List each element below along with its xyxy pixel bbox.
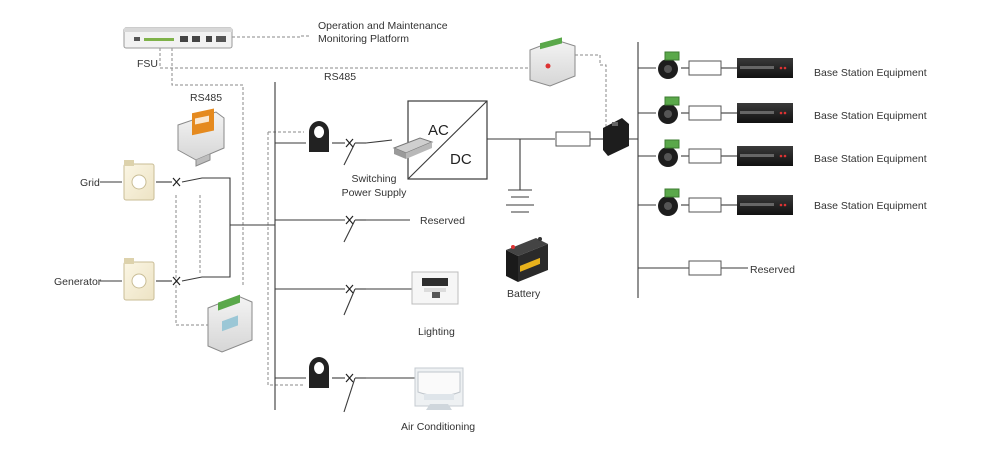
fsu-unit-icon	[123, 27, 233, 49]
switching-label-line2: Power Supply	[341, 187, 407, 199]
din-meter-icon	[177, 108, 225, 167]
generator-label: Generator	[54, 276, 102, 288]
ct-generator-icon	[123, 258, 155, 301]
rs485-label-top: RS485	[324, 71, 357, 83]
breaker-x-icon	[172, 138, 354, 383]
dc-label: DC	[450, 151, 472, 168]
air-conditioner-icon	[414, 367, 464, 410]
bse-label-4: Base Station Equipment	[814, 200, 927, 212]
air-conditioning-label: Air Conditioning	[401, 421, 476, 433]
reserved-ac-label: Reserved	[420, 215, 465, 227]
ct-grid-icon	[123, 160, 155, 201]
platform-label-line2: Monitoring Platform	[318, 33, 410, 45]
ac-wiring	[100, 82, 416, 413]
grid-label: Grid	[80, 177, 100, 189]
bse-label-3: Base Station Equipment	[814, 153, 927, 165]
reserved-dc-label: Reserved	[750, 264, 795, 276]
lamp-icon	[411, 271, 459, 305]
switching-label-line1: Switching	[351, 173, 397, 185]
platform-label-line1: Operation and Maintenance	[318, 20, 448, 32]
multifunction-meter-icon	[207, 294, 253, 353]
current-transformer-icon	[309, 121, 329, 388]
bse-label-2: Base Station Equipment	[814, 110, 927, 122]
switching-power-supply-icon	[392, 137, 434, 159]
ac-label: AC	[428, 122, 449, 139]
dc-meter-icon	[529, 37, 576, 87]
hall-sensor-icon	[603, 118, 629, 156]
branch-sensor-icon	[658, 51, 680, 216]
rack-equipment-icon	[737, 58, 793, 215]
dc-wiring	[487, 42, 748, 298]
battery-label: Battery	[507, 288, 541, 300]
battery-icon	[506, 237, 548, 282]
lighting-label: Lighting	[418, 326, 455, 338]
fuse-icon	[555, 60, 722, 276]
bse-label-1: Base Station Equipment	[814, 67, 927, 79]
fsu-label: FSU	[137, 58, 158, 70]
rs485-label-meter: RS485	[190, 92, 223, 104]
